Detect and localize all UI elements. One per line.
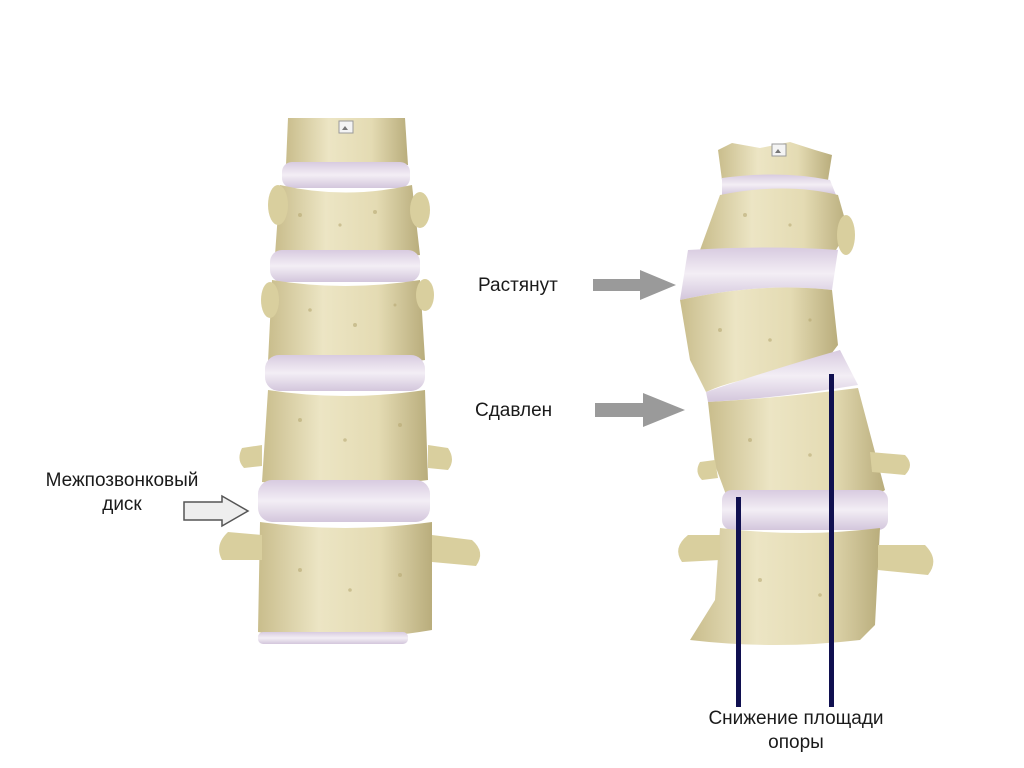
transverse-process [697, 460, 718, 480]
intervertebral-disc [722, 490, 888, 530]
vertebra [275, 185, 420, 260]
compressed-arrow-icon [595, 393, 685, 427]
intervertebral-disc [270, 250, 420, 282]
vertebra [258, 522, 432, 639]
vertebra-top [286, 118, 408, 165]
support-reduction-line-2: опоры [768, 732, 824, 753]
disc-arrow-icon [183, 494, 250, 528]
stretched-arrow-icon [593, 270, 676, 300]
intervertebral-disc [258, 632, 408, 644]
transverse-process [678, 535, 720, 562]
support-marker-line-right [829, 374, 834, 707]
image-placeholder-icon [771, 143, 787, 157]
transverse-process [870, 452, 910, 475]
transverse-process [261, 282, 279, 318]
transverse-process [410, 192, 430, 228]
transverse-process [432, 535, 481, 566]
support-reduction-label: Снижение площади опоры [680, 707, 912, 755]
disc-label: Межпозвонковый диск [22, 469, 222, 517]
deformed-spine [678, 142, 934, 645]
disc-label-line-2: диск [102, 494, 142, 515]
disc-label-line-1: Межпозвонковый [45, 470, 199, 491]
vertebra [268, 280, 425, 367]
vertebra [708, 388, 885, 500]
compressed-disc [706, 350, 858, 402]
transverse-process [428, 445, 452, 470]
transverse-process [239, 445, 262, 468]
stretched-label: Растянут [478, 275, 558, 296]
transverse-process [219, 532, 262, 560]
intervertebral-disc [258, 480, 430, 522]
compressed-label: Сдавлен [475, 400, 553, 421]
image-placeholder-icon [338, 120, 354, 134]
vertebra [700, 188, 848, 254]
transverse-process [837, 215, 855, 255]
support-marker-line-left [736, 497, 741, 707]
stretched-disc [680, 247, 838, 300]
intervertebral-disc [282, 162, 410, 188]
transverse-process [268, 185, 288, 225]
vertebra-top [718, 142, 832, 180]
transverse-process [416, 279, 434, 311]
healthy-spine [219, 118, 481, 644]
support-reduction-line-1: Снижение площади [708, 708, 884, 729]
transverse-process [878, 545, 934, 575]
intervertebral-disc [265, 355, 425, 391]
